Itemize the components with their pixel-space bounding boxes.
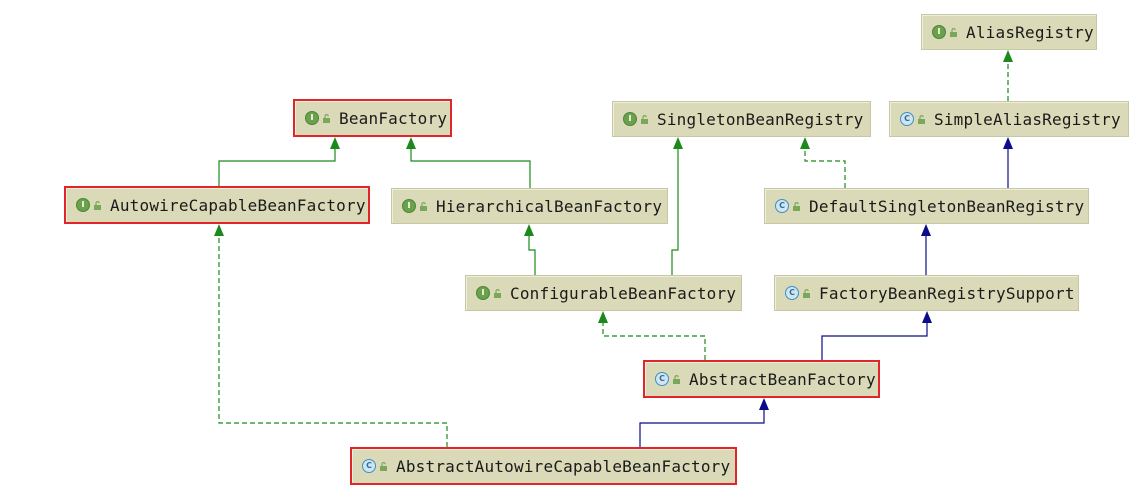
arrowhead-icon xyxy=(1003,137,1013,149)
node-singleton-bean-registry[interactable]: I SingletonBeanRegistry xyxy=(612,101,871,137)
node-label: AutowireCapableBeanFactory xyxy=(110,195,366,215)
unlock-icon xyxy=(918,114,925,124)
edge-abstract_autowire_capable_bean_factory-to-abstract_bean_factory xyxy=(639,409,765,447)
node-label: FactoryBeanRegistrySupport xyxy=(819,283,1075,303)
node-label: AbstractAutowireCapableBeanFactory xyxy=(396,456,731,476)
interface-badge-icon: I xyxy=(402,199,416,213)
edge-autowire_capable_bean_factory-to-bean_factory xyxy=(218,148,336,186)
node-simple-alias-registry[interactable]: C SimpleAliasRegistry xyxy=(889,101,1129,137)
node-abstract-bean-factory[interactable]: C AbstractBeanFactory xyxy=(643,360,880,398)
unlock-icon xyxy=(803,288,810,298)
unlock-icon xyxy=(323,113,330,123)
unlock-icon xyxy=(793,201,800,211)
arrowhead-icon xyxy=(214,224,224,236)
arrowhead-icon xyxy=(759,398,769,410)
interface-badge-icon: I xyxy=(932,25,946,39)
class-badge-icon: C xyxy=(655,372,669,386)
edge-default_singleton_bean_registry-to-singleton_bean_registry xyxy=(804,148,846,188)
arrowhead-icon xyxy=(800,137,810,149)
interface-badge-icon: I xyxy=(476,286,490,300)
arrowhead-icon xyxy=(1003,50,1013,62)
arrowhead-icon xyxy=(922,311,932,323)
unlock-icon xyxy=(950,27,957,37)
arrowhead-icon xyxy=(921,224,931,236)
interface-badge-icon: I xyxy=(76,198,90,212)
edge-abstract_bean_factory-to-factory_bean_registry_support xyxy=(821,322,928,360)
arrowhead-icon xyxy=(524,224,534,236)
unlock-icon xyxy=(641,114,648,124)
node-autowire-capable-bean-factory[interactable]: I AutowireCapableBeanFactory xyxy=(64,186,370,224)
unlock-icon xyxy=(420,201,427,211)
node-hierarchical-bean-factory[interactable]: I HierarchicalBeanFactory xyxy=(391,188,668,224)
edge-abstract_bean_factory-to-configurable_bean_factory xyxy=(602,322,706,360)
node-alias-registry[interactable]: I AliasRegistry xyxy=(921,14,1097,50)
unlock-icon xyxy=(494,288,501,298)
node-abstract-autowire-capable-bean-factory[interactable]: C AbstractAutowireCapableBeanFactory xyxy=(350,447,737,485)
unlock-icon xyxy=(94,200,101,210)
node-label: DefaultSingletonBeanRegistry xyxy=(809,196,1085,216)
class-badge-icon: C xyxy=(785,286,799,300)
node-configurable-bean-factory[interactable]: I ConfigurableBeanFactory xyxy=(465,275,742,311)
node-label: BeanFactory xyxy=(339,108,448,128)
edge-hierarchical_bean_factory-to-bean_factory xyxy=(410,148,531,188)
node-bean-factory[interactable]: I BeanFactory xyxy=(293,99,452,137)
node-label: HierarchicalBeanFactory xyxy=(436,196,663,216)
class-badge-icon: C xyxy=(362,459,376,473)
arrowhead-icon xyxy=(598,311,608,323)
interface-badge-icon: I xyxy=(305,111,319,125)
interface-badge-icon: I xyxy=(623,112,637,126)
node-default-singleton-bean-registry[interactable]: C DefaultSingletonBeanRegistry xyxy=(764,188,1089,224)
unlock-icon xyxy=(380,461,387,471)
class-badge-icon: C xyxy=(775,199,789,213)
node-label: SingletonBeanRegistry xyxy=(657,109,864,129)
node-factory-bean-registry-support[interactable]: C FactoryBeanRegistrySupport xyxy=(774,275,1079,311)
arrowhead-icon xyxy=(330,137,340,149)
arrowhead-icon xyxy=(673,137,683,149)
arrowhead-icon xyxy=(406,137,416,149)
edge-configurable_bean_factory-to-hierarchical_bean_factory xyxy=(528,235,536,275)
node-label: SimpleAliasRegistry xyxy=(934,109,1121,129)
node-label: AbstractBeanFactory xyxy=(689,369,876,389)
edge-configurable_bean_factory-to-singleton_bean_registry xyxy=(671,148,679,275)
unlock-icon xyxy=(673,374,680,384)
node-label: ConfigurableBeanFactory xyxy=(510,283,737,303)
edge-abstract_autowire_capable_bean_factory-to-autowire_capable_bean_factory xyxy=(218,235,448,447)
class-badge-icon: C xyxy=(900,112,914,126)
node-label: AliasRegistry xyxy=(966,22,1094,42)
